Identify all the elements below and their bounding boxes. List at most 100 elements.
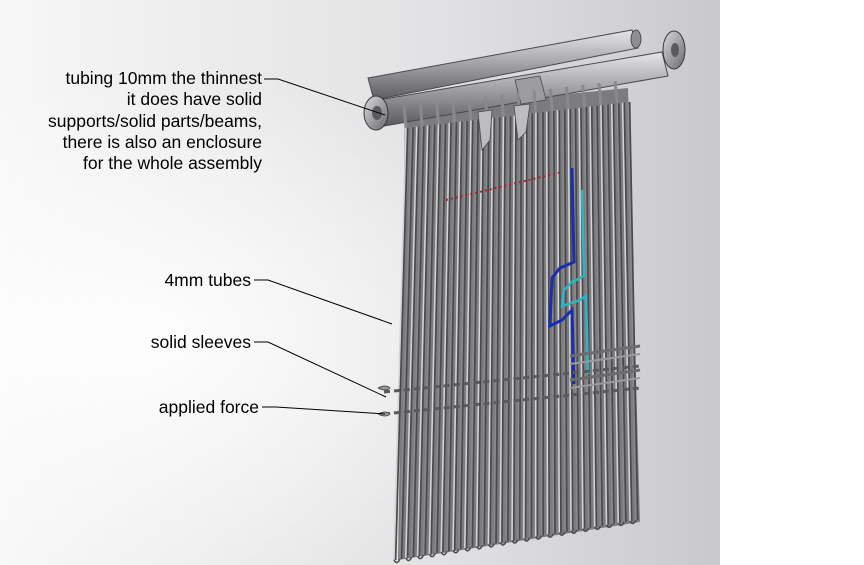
tube-shade xyxy=(488,117,496,545)
force-row xyxy=(383,386,641,416)
tube xyxy=(594,105,602,526)
tube-bend xyxy=(452,548,460,554)
highlighted-tube-routes xyxy=(548,167,590,385)
tube-shade xyxy=(590,106,598,527)
tube xyxy=(499,116,505,543)
tube-shade xyxy=(612,103,621,523)
tube xyxy=(551,110,555,534)
tube-shade xyxy=(424,124,436,556)
tube-bend xyxy=(499,541,507,546)
tubing-callout-line-2: it does have solid xyxy=(126,89,262,110)
tube-bend xyxy=(570,529,578,534)
header-nozzles xyxy=(402,81,619,129)
tube-shade xyxy=(435,123,447,554)
header-nozzle xyxy=(581,84,587,108)
tube-shade xyxy=(412,126,425,558)
tube-shade xyxy=(563,109,568,532)
tube-bend xyxy=(617,521,625,527)
tube xyxy=(434,123,445,554)
tube-bend xyxy=(582,527,590,533)
support-plate-right xyxy=(513,103,531,141)
tube xyxy=(511,115,516,541)
tube-shade xyxy=(453,121,463,551)
tube xyxy=(589,106,596,527)
header-nozzle xyxy=(402,105,408,129)
header-nozzle xyxy=(467,98,473,121)
header-nozzle xyxy=(418,103,424,127)
tubes-callout: 4mm tubes xyxy=(164,270,251,290)
left-side-fittings xyxy=(377,385,391,417)
cyan-tube-route xyxy=(560,189,590,375)
tube-bend xyxy=(534,535,543,540)
tube-shade xyxy=(465,120,474,549)
tube-bend xyxy=(487,543,496,548)
tube-shade xyxy=(512,115,517,541)
tube xyxy=(600,105,608,525)
tube xyxy=(616,103,625,522)
tube-shade xyxy=(477,119,485,547)
tube xyxy=(493,117,499,544)
force-callout: applied force xyxy=(158,397,259,417)
tubing-callout-line-5: for the whole assembly xyxy=(83,153,262,174)
tube-bottom-bends xyxy=(393,519,637,564)
tube-bend xyxy=(405,556,413,562)
rear-header-pipe xyxy=(367,29,639,101)
tube xyxy=(405,126,418,559)
header-nozzle xyxy=(451,100,457,123)
tube-bend xyxy=(416,554,425,560)
header-nozzle xyxy=(548,88,554,112)
header-nozzle xyxy=(613,81,619,104)
tube-bend xyxy=(605,523,614,529)
tube xyxy=(422,124,434,556)
tube-shade xyxy=(579,107,586,529)
upper-rail-2 xyxy=(569,353,641,365)
tube xyxy=(528,113,532,538)
tube-bend xyxy=(475,545,484,550)
tube-shade xyxy=(617,103,627,522)
tube-bend xyxy=(464,546,472,552)
tube-bend xyxy=(511,539,519,544)
tube-shade xyxy=(524,114,528,539)
blue-tube-route xyxy=(548,167,576,385)
tube-bend xyxy=(393,558,401,564)
header-nozzle xyxy=(597,83,603,106)
tube xyxy=(469,119,478,548)
tube-shade xyxy=(483,118,490,546)
tube-bend xyxy=(523,537,531,542)
tube-shade xyxy=(447,122,458,552)
tube xyxy=(440,122,451,553)
tube-shade xyxy=(518,114,523,540)
tube-shade xyxy=(628,101,639,521)
right-flange-bore xyxy=(671,43,679,57)
tube-shade xyxy=(441,122,452,553)
sleeve-row xyxy=(383,364,641,394)
tube-shade xyxy=(429,124,441,555)
tube-shade xyxy=(596,105,604,526)
sleeves-callout: solid sleeves xyxy=(150,332,251,352)
tube xyxy=(446,122,456,552)
tube xyxy=(578,107,584,529)
tube-bend xyxy=(629,519,637,525)
tube xyxy=(399,127,413,560)
rear-header-end xyxy=(630,29,642,49)
lower-rail xyxy=(569,368,641,382)
sleeve-fitting xyxy=(377,385,391,391)
tubing-leader xyxy=(264,78,386,116)
tube xyxy=(393,127,407,561)
tube xyxy=(487,117,494,545)
tube-shade xyxy=(459,121,469,550)
support-plates xyxy=(477,103,531,152)
tube-shade xyxy=(500,116,506,543)
left-flange-bore xyxy=(372,106,382,120)
tube-shade xyxy=(418,125,431,557)
tube-bend xyxy=(428,552,436,558)
tube-shade xyxy=(394,127,409,561)
tube xyxy=(517,114,521,540)
tube xyxy=(505,115,510,542)
tube xyxy=(567,108,572,531)
tubing-callout-line-3: supports/solid parts/beams, xyxy=(48,110,262,131)
tube-bend xyxy=(440,550,448,556)
tube-shade xyxy=(406,126,420,559)
